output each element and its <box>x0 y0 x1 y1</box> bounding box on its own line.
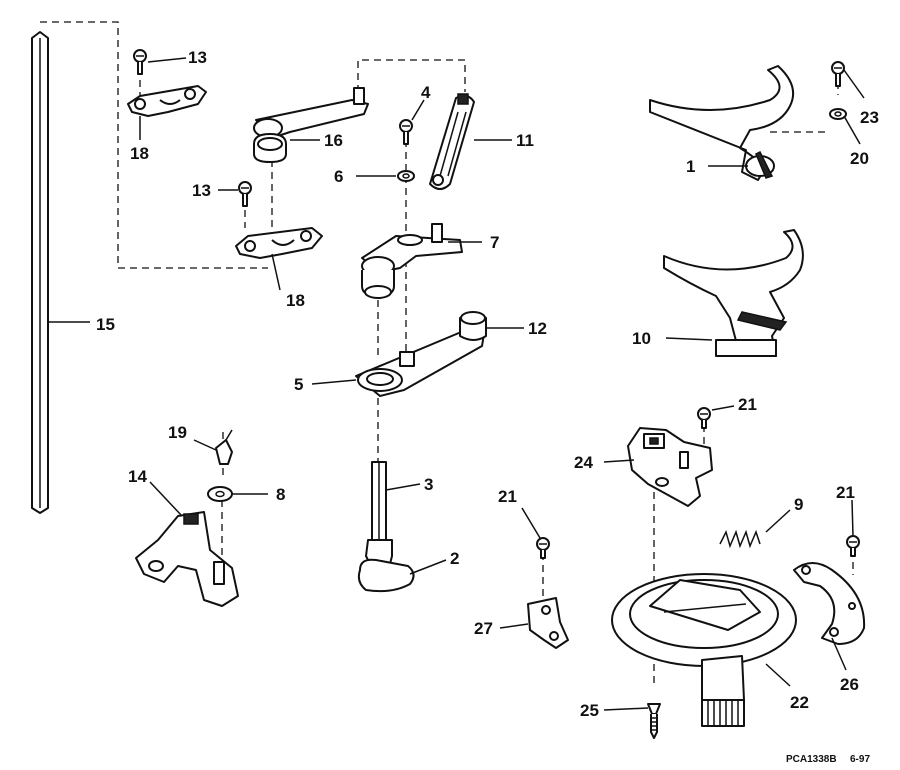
label-24: 24 <box>574 453 593 472</box>
label-25: 25 <box>580 701 599 720</box>
label-22: 22 <box>790 693 809 712</box>
label-13-upper: 13 <box>188 48 207 67</box>
label-18-upper: 18 <box>130 144 149 163</box>
part-7-bracket <box>361 223 463 299</box>
part-27-clip <box>527 597 569 649</box>
part-11-link <box>429 93 475 190</box>
part-2-cam <box>357 539 415 593</box>
label-26: 26 <box>840 675 859 694</box>
part-12-lever <box>355 311 487 397</box>
label-16: 16 <box>324 131 343 150</box>
part-13-screw-upper <box>133 49 147 75</box>
part-22-base-plate <box>611 573 797 727</box>
part-24-connector <box>627 427 713 507</box>
label-23: 23 <box>860 108 879 127</box>
footer: PCA1338B 6-97 <box>786 754 870 765</box>
part-6-washer <box>397 170 415 182</box>
part-15-rod <box>31 31 49 514</box>
part-10-cam-ring <box>663 229 804 357</box>
label-6: 6 <box>334 167 343 186</box>
part-21-screw-top <box>697 407 711 429</box>
part-9-spring <box>719 529 761 549</box>
part-3-shaft <box>371 461 387 543</box>
label-21-top: 21 <box>738 395 757 414</box>
part-26-arc-plate <box>793 562 866 645</box>
part-14-support-bracket <box>135 511 239 607</box>
label-1: 1 <box>686 157 695 176</box>
part-20-washer <box>829 108 847 120</box>
label-5: 5 <box>294 375 303 394</box>
label-4: 4 <box>421 83 431 102</box>
label-27: 27 <box>474 619 493 638</box>
label-21-right: 21 <box>836 483 855 502</box>
label-2: 2 <box>450 549 459 568</box>
footer-date: 6-97 <box>850 754 870 765</box>
part-16-crank-arm <box>253 87 369 163</box>
part-19-pin <box>215 429 233 465</box>
label-9: 9 <box>794 495 803 514</box>
part-18-clip-upper <box>127 85 207 117</box>
leader-lines <box>48 57 865 711</box>
part-labels: 13 18 13 18 16 4 6 11 7 12 5 3 2 19 8 14… <box>96 48 879 720</box>
label-21-middle: 21 <box>498 487 517 506</box>
label-18-lower: 18 <box>286 291 305 310</box>
part-18-clip-lower <box>235 227 323 259</box>
label-7: 7 <box>490 233 499 252</box>
label-3: 3 <box>424 475 433 494</box>
part-1-cam-ring <box>649 65 794 181</box>
label-8: 8 <box>276 485 285 504</box>
label-13-lower: 13 <box>192 181 211 200</box>
label-11: 11 <box>516 131 534 150</box>
label-15: 15 <box>96 315 115 334</box>
label-20: 20 <box>850 149 869 168</box>
part-4-screw <box>399 119 413 145</box>
part-8-washer <box>207 486 233 502</box>
label-10: 10 <box>632 329 651 348</box>
footer-code: PCA1338B <box>786 754 837 765</box>
part-13-screw-lower <box>238 181 252 207</box>
part-23-screw <box>831 61 845 87</box>
label-14: 14 <box>128 467 147 486</box>
label-19: 19 <box>168 423 187 442</box>
label-12: 12 <box>528 319 547 338</box>
part-21-screw-right <box>846 535 860 557</box>
part-21-screw-middle <box>536 537 550 559</box>
part-25-screw <box>647 703 661 739</box>
